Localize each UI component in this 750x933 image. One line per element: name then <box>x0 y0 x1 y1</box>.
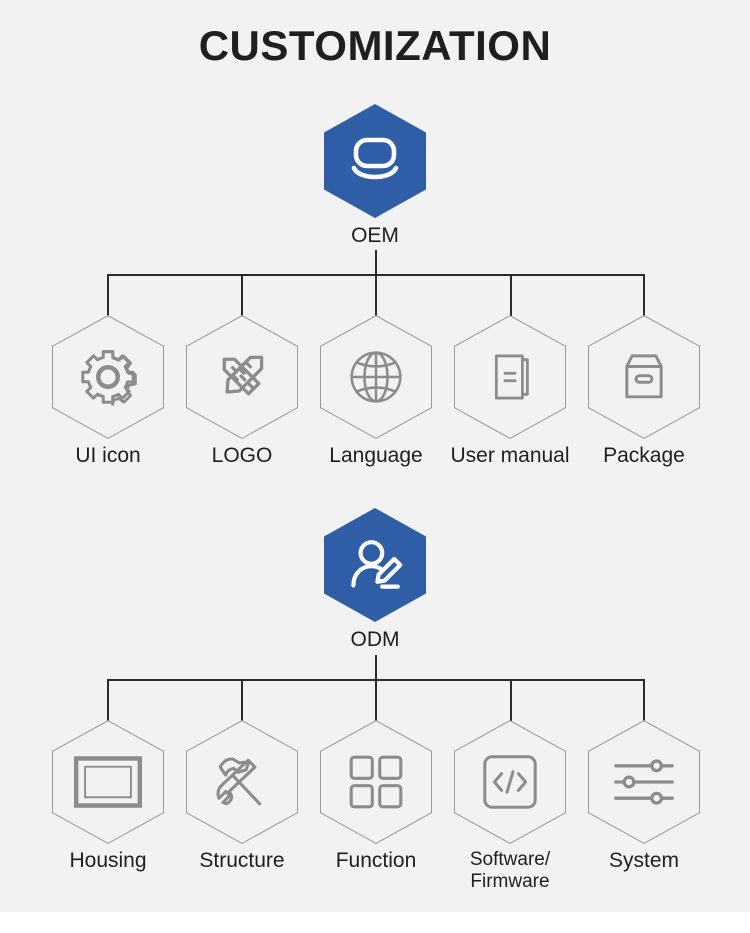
connector-drop-odm-5 <box>643 679 645 723</box>
housing-hexagon <box>52 720 164 844</box>
root-label-oem: OEM <box>351 224 399 247</box>
page-title: CUSTOMIZATION <box>198 22 552 69</box>
structure-hexagon <box>186 720 298 844</box>
user-edit-icon <box>344 535 406 595</box>
leaf-language[interactable]: Language <box>306 315 446 467</box>
sliders-icon <box>588 720 700 844</box>
connector-drop-oem-3 <box>375 274 377 318</box>
leaf-housing[interactable]: Housing <box>38 720 178 872</box>
connector-drop-oem-1 <box>107 274 109 318</box>
leaf-structure[interactable]: Structure <box>172 720 312 872</box>
pencil-ruler-icon <box>186 315 298 439</box>
connector-drop-oem-2 <box>241 274 243 318</box>
connector-drop-odm-3 <box>375 679 377 723</box>
leaf-label-ui-icon: UI icon <box>75 444 141 467</box>
connector-drop-oem-4 <box>510 274 512 318</box>
leaf-label-line2: Firmware <box>470 871 550 892</box>
function-hexagon <box>320 720 432 844</box>
connector-drop-odm-1 <box>107 679 109 723</box>
odm-hexagon <box>324 508 426 622</box>
leaf-user-manual[interactable]: User manual <box>440 315 580 467</box>
leaf-package[interactable]: Package <box>574 315 714 467</box>
leaf-logo[interactable]: LOGO <box>172 315 312 467</box>
connector-stem-oem <box>375 250 377 275</box>
connector-drop-odm-2 <box>241 679 243 723</box>
ui-icon-hexagon <box>52 315 164 439</box>
leaf-label-structure: Structure <box>199 849 285 872</box>
code-brackets-icon <box>454 720 566 844</box>
layers-stack-icon <box>345 132 405 190</box>
box-icon <box>588 315 700 439</box>
leaf-label-package: Package <box>603 444 685 467</box>
system-hexagon <box>588 720 700 844</box>
leaf-ui-icon[interactable]: UI icon <box>38 315 178 467</box>
leaf-software-firmware[interactable]: Software/Firmware <box>440 720 580 893</box>
leaf-label-language: Language <box>329 444 423 467</box>
customization-diagram: CUSTOMIZATION OEM <box>0 0 750 912</box>
leaf-function[interactable]: Function <box>306 720 446 872</box>
leaf-label-line1: Software/ <box>469 849 551 870</box>
hammer-wrench-icon <box>186 720 298 844</box>
leaf-label-user-manual: User manual <box>450 444 570 467</box>
book-icon <box>454 315 566 439</box>
root-node-oem[interactable]: OEM <box>315 104 435 248</box>
bottom-strip <box>0 912 750 933</box>
user-manual-hexagon <box>454 315 566 439</box>
grid-four-squares-icon <box>320 720 432 844</box>
nested-rectangles-icon <box>52 720 164 844</box>
leaf-label-logo: LOGO <box>211 444 273 467</box>
connector-drop-odm-4 <box>510 679 512 723</box>
connector-drop-oem-5 <box>643 274 645 318</box>
leaf-label-system: System <box>608 849 679 872</box>
software-firmware-hexagon <box>454 720 566 844</box>
root-label-odm: ODM <box>350 628 400 651</box>
leaf-label-software-firmware: Software/Firmware <box>440 849 580 893</box>
root-node-odm[interactable]: ODM <box>315 508 435 652</box>
gear-teeth-icon <box>52 315 164 439</box>
logo-hexagon <box>186 315 298 439</box>
leaf-system[interactable]: System <box>574 720 714 872</box>
leaf-label-function: Function <box>335 849 417 872</box>
oem-hexagon <box>324 104 426 218</box>
language-hexagon <box>320 315 432 439</box>
globe-icon <box>320 315 432 439</box>
package-hexagon <box>588 315 700 439</box>
leaf-label-housing: Housing <box>69 849 147 872</box>
connector-stem-odm <box>375 655 377 680</box>
